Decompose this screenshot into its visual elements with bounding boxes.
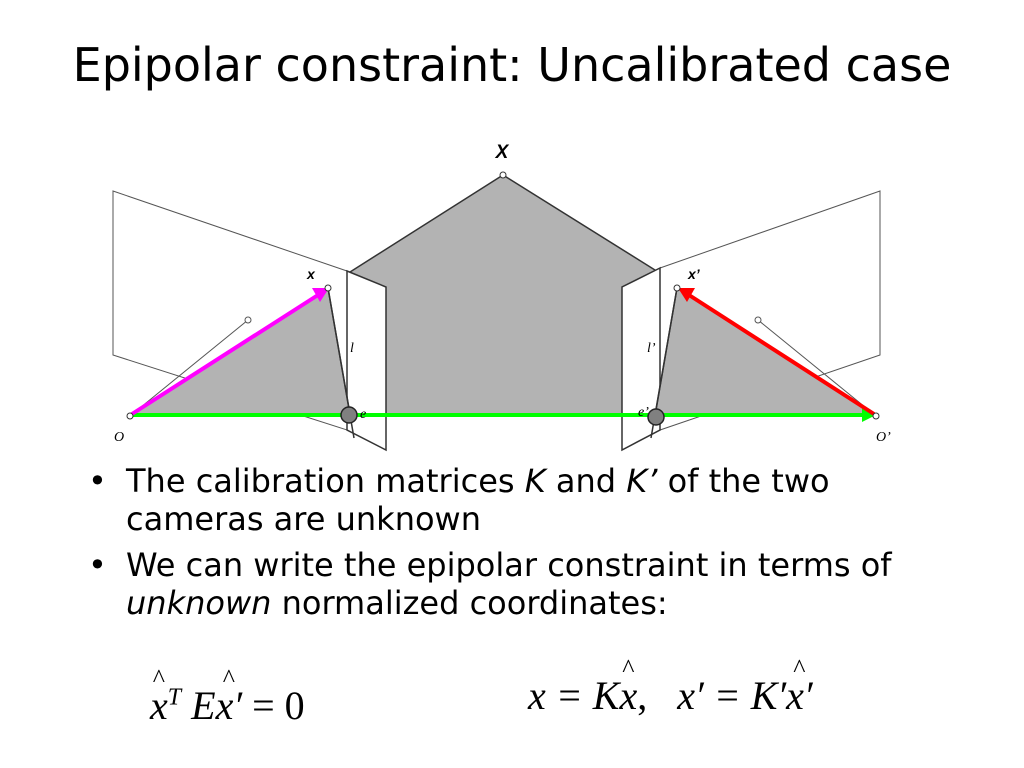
left-ray-point [244,316,252,324]
bullet-dot: • [88,462,107,500]
label-O: O [114,430,124,445]
formula-normalized-coordinates: x = Kx, x′ = K′x′ [528,672,813,719]
magenta-arrow [130,293,320,416]
point-X-marker [499,171,507,179]
label-X: X [495,142,510,163]
bullet-list: • The calibration matrices K and K’ of t… [88,462,968,630]
label-O-prime: O’ [876,430,891,445]
label-x-prime: x’ [687,266,701,282]
left-ray-line [129,319,249,417]
bullet-dot: • [88,546,107,584]
bullet-item-1: • The calibration matrices K and K’ of t… [88,462,830,538]
magenta-arrowhead [312,288,329,302]
point-x-prime-marker [673,284,681,292]
red-arrow [687,293,876,416]
epipole-e-marker [340,406,358,424]
bullet-item-2: • We can write the epipolar constraint i… [88,546,892,622]
epipolar-plane [349,174,656,415]
label-x: x [306,266,316,282]
epipole-e-prime-marker [647,408,665,426]
formula-essential-constraint: xT Ex′ = 0 [150,682,305,729]
label-e-prime: e’ [638,405,649,420]
label-e: e [360,407,366,422]
left-image-plane [346,269,387,452]
baseline-arrowhead [862,408,876,422]
label-l: l [350,341,354,356]
right-ray-line [757,319,877,417]
epipolar-diagram: X x x’ l l’ e e’ O O’ [112,142,891,452]
slide-title: Epipolar constraint: Uncalibrated case [72,38,952,92]
red-arrowhead [678,288,695,302]
right-image-plane [621,266,661,452]
point-x-marker [324,284,332,292]
right-ray-point [754,316,762,324]
label-l-prime: l’ [647,341,656,356]
center-O-marker [126,412,134,420]
center-O-prime-marker [872,412,880,420]
